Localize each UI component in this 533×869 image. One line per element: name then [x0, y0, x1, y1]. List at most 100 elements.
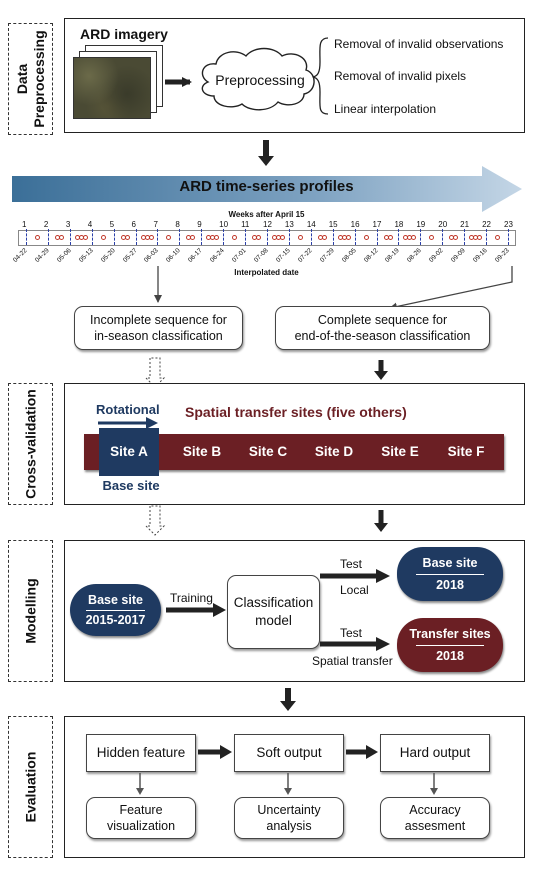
week-divider — [69, 229, 71, 245]
stage-label-cross-validation: Cross-validation — [8, 383, 53, 505]
observation-marker — [148, 235, 154, 240]
preprocessing-cloud — [201, 47, 315, 111]
week-divider — [486, 229, 488, 245]
week-divider — [267, 229, 268, 245]
site-f: Site F — [447, 444, 485, 459]
observation-marker — [58, 235, 64, 240]
hidden-feature-box: Hidden feature — [86, 734, 196, 772]
soft-output-text: Soft output — [256, 745, 322, 760]
soft-output-box: Soft output — [234, 734, 344, 772]
stage-label-evaluation: Evaluation — [8, 716, 53, 858]
week-number: 9 — [197, 220, 202, 229]
observation-marker — [34, 235, 40, 240]
week-divider — [332, 229, 334, 245]
stage-label-modelling: Modelling — [8, 540, 53, 682]
uncertainty-analysis-text: Uncertainty analysis — [257, 803, 321, 833]
week-divider — [288, 229, 290, 245]
observation-marker — [297, 235, 303, 240]
observation-marker — [279, 235, 285, 240]
spatial-transfer-label: Spatial transfer — [312, 654, 393, 668]
week-number: 22 — [482, 220, 491, 229]
week-divider — [354, 229, 356, 245]
site-d: Site D — [314, 444, 354, 459]
week-divider — [376, 229, 378, 245]
accuracy-assesment-box: Accuracy assesment — [380, 797, 490, 839]
week-number: 1 — [22, 220, 27, 229]
incomplete-sequence-text: Incomplete sequence for in-season classi… — [90, 313, 227, 343]
week-number: 19 — [416, 220, 426, 229]
site-c: Site C — [248, 444, 288, 459]
feature-visualization-text: Feature visualization — [106, 803, 176, 833]
week-number: 6 — [131, 220, 136, 229]
week-number: 11 — [241, 220, 250, 229]
test-transfer-label: Test — [340, 626, 363, 640]
week-number: 10 — [219, 220, 229, 229]
observation-marker — [166, 235, 172, 240]
week-divider — [398, 229, 400, 245]
out-transfer-sites-label: Transfer sites — [409, 627, 491, 641]
week-divider — [508, 229, 509, 245]
uncertainty-analysis-box: Uncertainty analysis — [234, 797, 344, 839]
base-site-training-divider — [86, 610, 145, 611]
out-transfer-sites-divider — [416, 645, 484, 646]
step-linear-interpolation: Linear interpolation — [334, 102, 437, 116]
test-local-label: Test — [340, 557, 363, 571]
week-divider — [26, 229, 27, 245]
week-number: 5 — [109, 220, 115, 229]
out-base-site-divider — [416, 574, 484, 575]
week-number: 18 — [394, 220, 404, 229]
hidden-feature-text: Hidden feature — [96, 745, 186, 760]
observation-marker — [124, 235, 130, 240]
complete-sequence-box: Complete sequence for end-of-the-season … — [275, 306, 490, 350]
site-e: Site E — [381, 444, 419, 459]
week-divider — [135, 229, 137, 245]
base-site-label: Base site — [102, 478, 160, 493]
observation-marker — [321, 235, 327, 240]
spatial-transfer-title: Spatial transfer sites (five others) — [185, 404, 407, 420]
week-number: 3 — [65, 220, 71, 229]
week-divider — [157, 229, 159, 245]
observation-marker — [232, 235, 238, 240]
week-divider — [245, 229, 247, 245]
hard-output-box: Hard output — [380, 734, 490, 772]
observation-marker — [256, 235, 262, 240]
week-divider — [201, 229, 203, 245]
out-base-site-label: Base site — [422, 556, 478, 570]
out-base-site-pill: Base site 2018 — [397, 547, 503, 601]
incomplete-sequence-box: Incomplete sequence for in-season classi… — [74, 306, 243, 350]
weeks-xlabel: Interpolated date — [234, 268, 299, 277]
out-base-site-year: 2018 — [436, 578, 464, 592]
week-number: 20 — [438, 220, 448, 229]
out-transfer-sites-pill: Transfer sites 2018 — [397, 618, 503, 672]
imagery-tile-front — [73, 57, 151, 119]
week-number: 23 — [504, 220, 513, 229]
steps-brace — [312, 37, 329, 115]
observation-marker — [429, 235, 435, 240]
observation-marker — [495, 235, 501, 240]
step-invalid-pixels: Removal of invalid pixels — [334, 69, 467, 83]
week-number: 15 — [328, 220, 338, 229]
week-divider — [464, 229, 466, 245]
feature-visualization-box: Feature visualization — [86, 797, 196, 839]
week-number: 12 — [263, 220, 272, 229]
observation-marker — [387, 235, 393, 240]
preprocessing-cloud-label: Preprocessing — [215, 72, 305, 88]
week-number: 4 — [87, 220, 93, 229]
week-number: 7 — [153, 220, 158, 229]
week-divider — [91, 229, 93, 245]
weeks-title: Weeks after April 15 — [228, 210, 305, 219]
ard-imagery-label: ARD imagery — [80, 26, 168, 42]
week-number: 8 — [175, 220, 180, 229]
week-divider — [47, 229, 49, 245]
site-a: Site A — [99, 428, 159, 476]
observation-marker — [411, 235, 417, 240]
accuracy-assesment-text: Accuracy assesment — [404, 803, 466, 833]
observation-marker — [100, 235, 106, 240]
observation-marker — [453, 235, 459, 240]
week-number: 17 — [372, 220, 382, 229]
local-label: Local — [340, 583, 369, 597]
